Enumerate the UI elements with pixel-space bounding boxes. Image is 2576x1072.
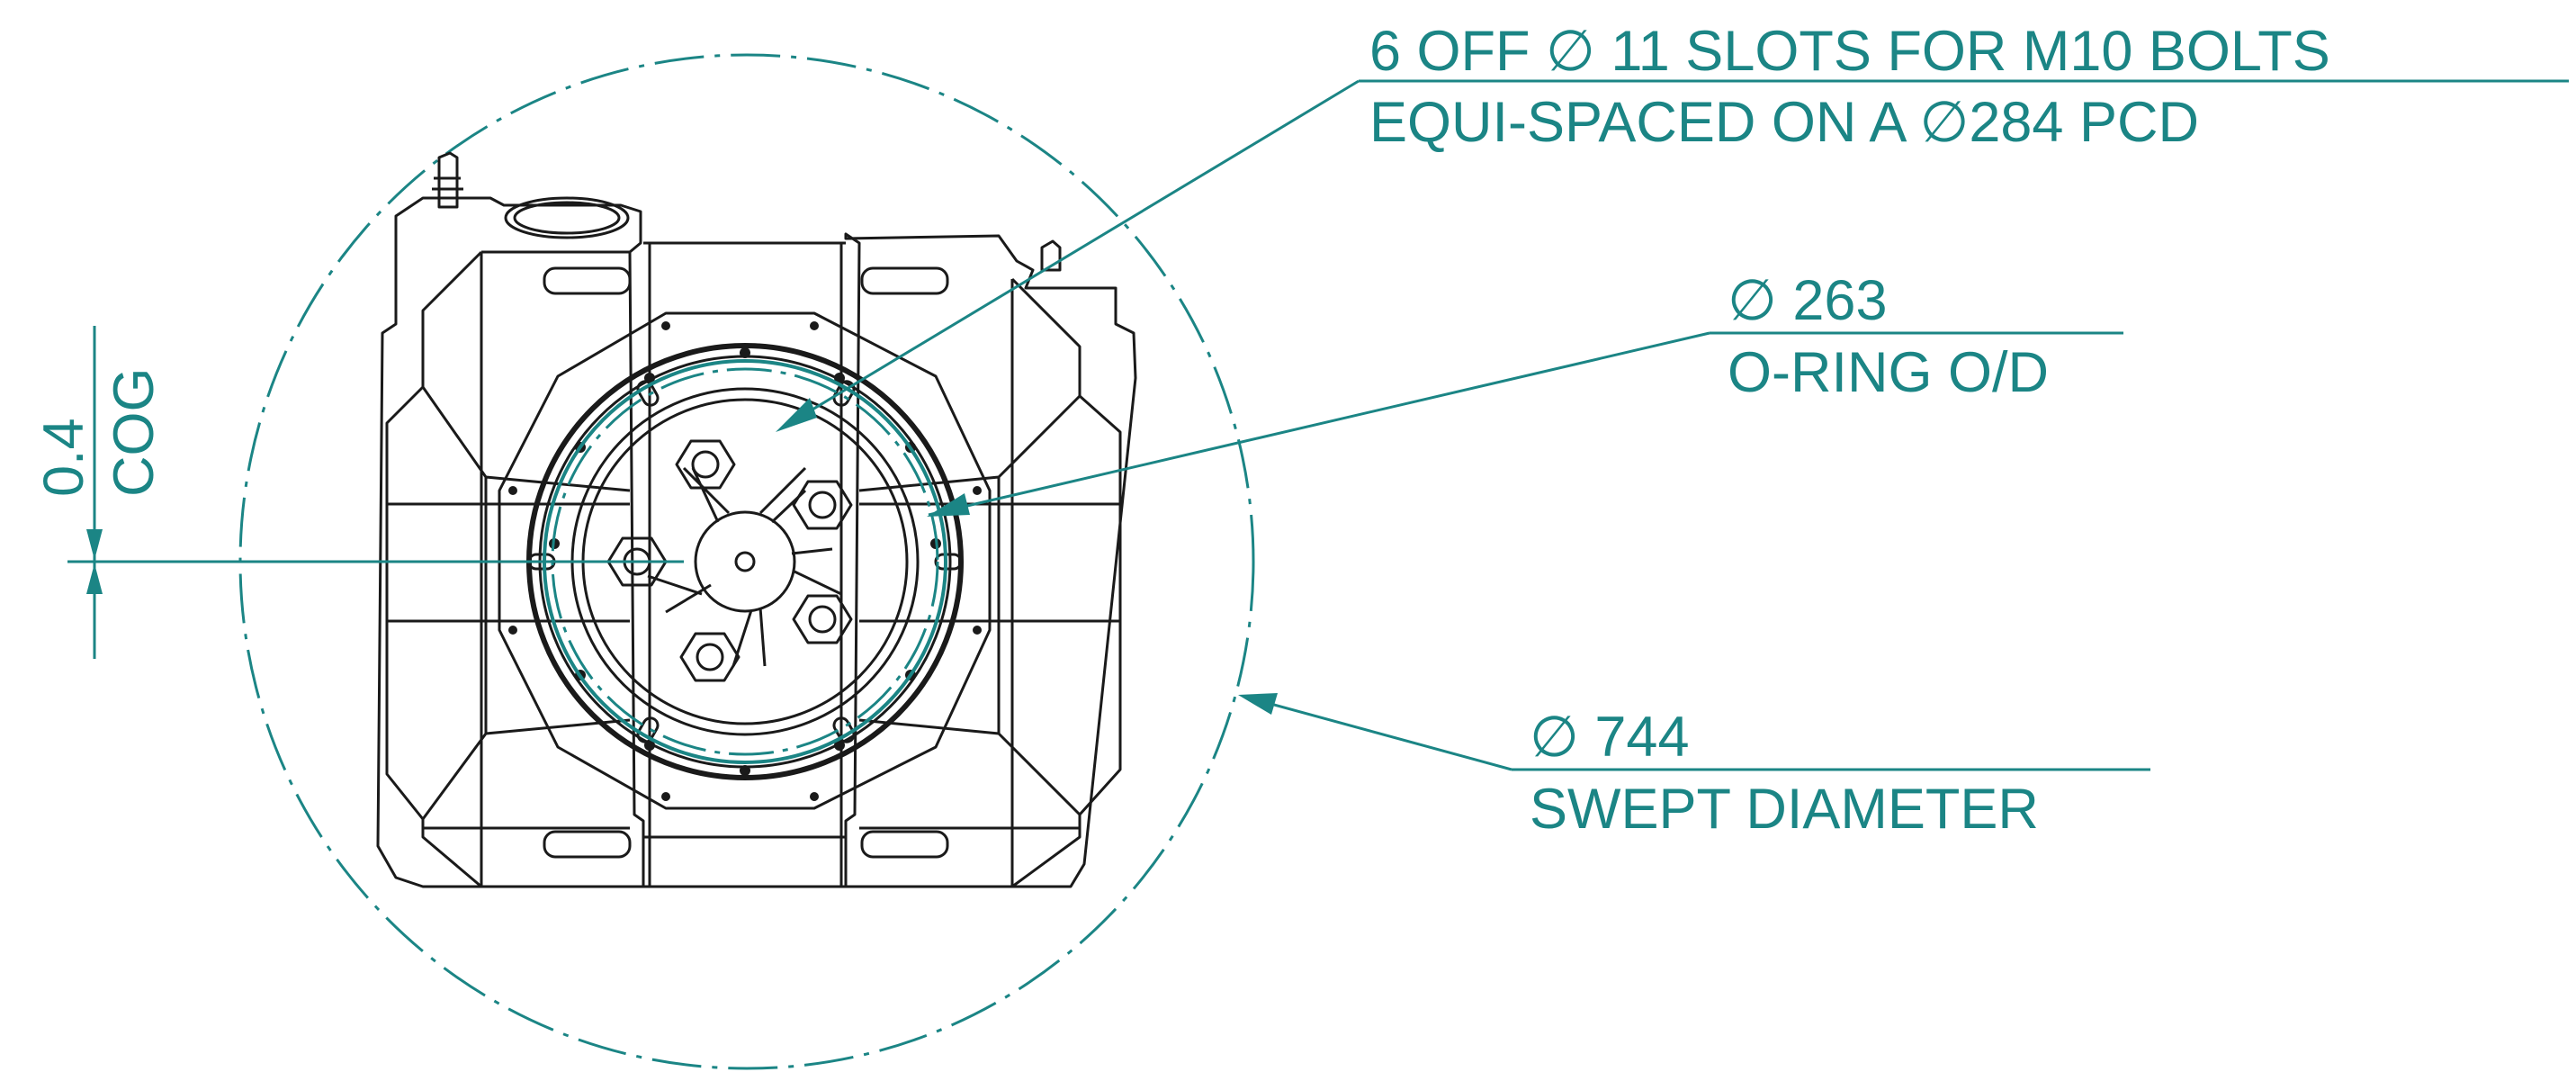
hub-spokes: [647, 466, 842, 667]
top-cap: [504, 196, 630, 239]
oring-arrowhead: [927, 493, 970, 517]
slots-annotation-line1: 6 OFF ∅ 11 SLOTS FOR M10 BOLTS: [1369, 20, 2330, 83]
handle-bottom-right: [860, 830, 949, 859]
slots-arrowhead: [776, 398, 817, 432]
top-cap-inner: [513, 201, 621, 235]
hub-centre: [694, 510, 796, 613]
right-housing-outline: [844, 232, 1137, 888]
cog-arrow-up: [86, 529, 103, 560]
left-fitting: [432, 151, 463, 209]
handle-top-left: [543, 266, 632, 295]
right-housing-facet-inner: [858, 279, 1120, 887]
swept-arrowhead: [1238, 693, 1278, 715]
left-housing-outline: [376, 196, 645, 888]
left-housing-facet: [385, 250, 483, 888]
centre-column: [643, 241, 846, 888]
handle-top-right: [860, 266, 949, 295]
cog-label: COG: [103, 367, 166, 497]
oring-annotation-line1: ∅ 263: [1728, 269, 1888, 332]
swept-annotation-line1: ∅ 744: [1530, 706, 1690, 769]
cog-arrow-down: [86, 563, 103, 594]
hub-pin: [734, 551, 756, 572]
swept-annotation-line2: SWEPT DIAMETER: [1530, 778, 2039, 841]
octagonal-flange: [498, 311, 992, 810]
cog-value: 0.4: [32, 418, 95, 497]
right-fitting: [1040, 239, 1062, 272]
right-housing-facet: [1010, 277, 1122, 888]
machine-body: [376, 151, 1137, 888]
handle-bottom-left: [543, 830, 632, 859]
left-housing-facet-inner: [387, 386, 631, 820]
leaders: [67, 79, 2569, 771]
slots-annotation-line2: EQUI-SPACED ON A ∅284 PCD: [1369, 91, 2199, 154]
left-housing-top-band: [423, 250, 630, 887]
oring-annotation-line2: O-RING O/D: [1728, 341, 2049, 404]
